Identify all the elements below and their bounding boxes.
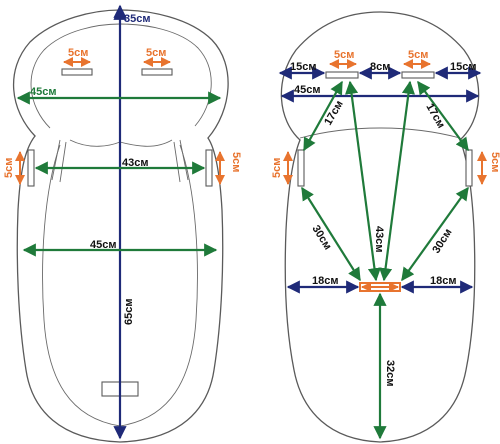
right-hood-outline bbox=[280, 11, 480, 141]
left-hood-height-label: 35см bbox=[124, 13, 151, 25]
right-center-vertical-label: 43см bbox=[373, 226, 385, 253]
right-diag-top-left bbox=[303, 80, 343, 152]
left-strap-slot-left bbox=[61, 68, 93, 76]
left-body-width-label: 45см bbox=[90, 239, 117, 251]
right-strap-slot-left bbox=[325, 71, 359, 79]
right-center-right-label: 18см bbox=[430, 275, 457, 287]
left-strap-slot-right bbox=[141, 68, 173, 76]
right-side-slot-right bbox=[465, 149, 473, 187]
right-center-left-label: 18см bbox=[312, 275, 339, 287]
right-strap-slot-right bbox=[401, 71, 435, 79]
right-center-line-right bbox=[379, 80, 415, 282]
left-hood-width-label: 45см bbox=[30, 86, 57, 98]
left-hood-inner bbox=[30, 23, 212, 129]
right-diag-lower-left bbox=[301, 186, 361, 282]
left-strap-label-left: 5см bbox=[68, 47, 88, 59]
left-body-length-label: 65см bbox=[123, 299, 135, 326]
right-edge-left-label: 15см bbox=[290, 61, 317, 73]
right-between-label: 8см bbox=[370, 61, 390, 73]
right-diag-lower-left-label: 30см bbox=[309, 223, 333, 252]
right-edge-right-label: 15см bbox=[450, 61, 477, 73]
right-bottom-length-label: 32см bbox=[384, 360, 396, 387]
right-side-slot-left bbox=[297, 149, 305, 187]
left-body-outline bbox=[16, 135, 224, 443]
left-side-label-left: 5см bbox=[3, 158, 15, 178]
right-hood-width-label: 45см bbox=[294, 84, 321, 96]
right-diag-top-right bbox=[417, 80, 469, 152]
right-side-label-left: 5см bbox=[271, 158, 283, 178]
left-shoulder-width-label: 43см bbox=[122, 157, 149, 169]
right-body-outline bbox=[284, 139, 476, 443]
left-side-label-right: 5см bbox=[230, 152, 242, 172]
right-strap-label-left: 5см bbox=[334, 49, 354, 61]
right-strap-label-right: 5см bbox=[408, 49, 428, 61]
left-side-slot-right bbox=[205, 149, 213, 187]
right-center-line-left bbox=[345, 80, 381, 282]
right-diag-lower-right bbox=[401, 186, 469, 282]
right-diag-lower-right-label: 30см bbox=[430, 227, 454, 256]
left-strap-label-right: 5см bbox=[146, 47, 166, 59]
right-side-label-right: 5см bbox=[489, 152, 500, 172]
right-hood-seam bbox=[299, 127, 461, 139]
left-side-slot-left bbox=[27, 149, 35, 187]
